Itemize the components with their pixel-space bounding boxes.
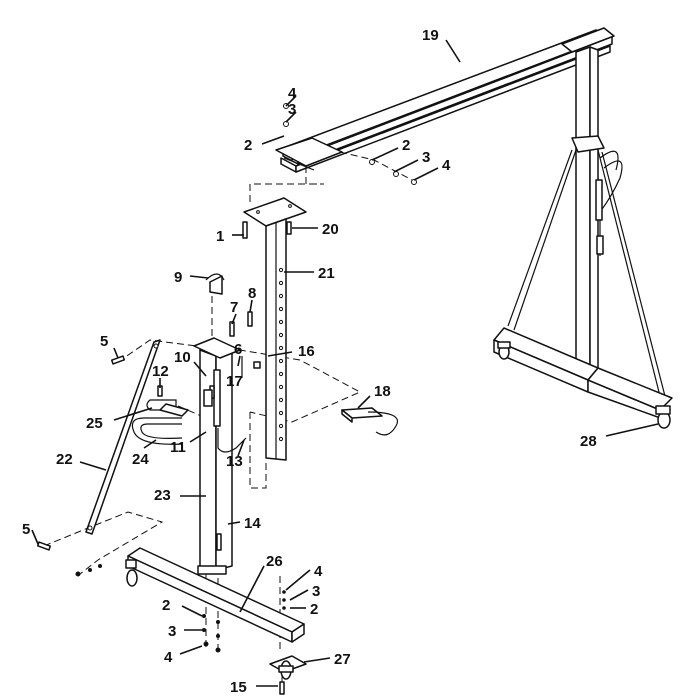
callout-3: 3 [312, 583, 320, 600]
callout-10: 10 [174, 349, 191, 366]
callout-3: 3 [168, 623, 176, 640]
callout-9: 9 [174, 269, 182, 286]
clamp-hardware [157, 273, 261, 407]
bolt-part-15 [279, 681, 285, 695]
callout-3: 3 [422, 149, 430, 166]
callout-26: 26 [266, 553, 283, 570]
callout-4: 4 [288, 85, 297, 102]
callout-28: 28 [580, 433, 597, 450]
i-beam-part-19 [280, 27, 615, 173]
callout-5: 5 [22, 521, 30, 538]
leader-lines [31, 39, 659, 687]
callout-6: 6 [234, 341, 242, 358]
callout-16: 16 [298, 343, 315, 360]
bracket-part-25 [146, 399, 189, 417]
bracket-part-13 [217, 428, 247, 453]
callout-17: 17 [226, 373, 243, 390]
caster-part-27 [269, 655, 307, 680]
callout-25: 25 [86, 415, 103, 432]
arm-part-18 [341, 407, 398, 436]
callout-4: 4 [164, 649, 173, 666]
callout-14: 14 [244, 515, 261, 532]
callout-2: 2 [402, 137, 410, 154]
brace-part-22 [85, 339, 161, 535]
callout-11: 11 [170, 439, 186, 456]
callout-7: 7 [230, 299, 238, 316]
callout-27: 27 [334, 651, 351, 668]
callout-1: 1 [216, 228, 224, 245]
left-base-part-26 [125, 547, 305, 643]
callout-15: 15 [230, 679, 247, 696]
callout-13: 13 [226, 453, 243, 470]
fastener-stack-left [75, 533, 222, 653]
callout-18: 18 [374, 383, 391, 400]
inner-post-part-21 [242, 197, 307, 461]
callout-5: 5 [100, 333, 108, 350]
fastener-stack-right [282, 590, 286, 610]
post-holes [278, 267, 284, 442]
callout-2: 2 [244, 137, 252, 154]
callout-4: 4 [442, 157, 451, 174]
callout-3: 3 [288, 101, 296, 118]
callout-2: 2 [310, 601, 318, 618]
callout-4: 4 [314, 563, 323, 580]
callout-24: 24 [132, 451, 149, 468]
callout-8: 8 [248, 285, 256, 302]
callout-labels: 19 4 3 2 2 3 4 1 20 21 9 8 7 5 6 16 10 1… [22, 27, 597, 696]
right-end-frame-part-28 [493, 46, 673, 429]
callout-2: 2 [162, 597, 170, 614]
u-bracket-part-24 [131, 417, 183, 445]
callout-19: 19 [422, 27, 439, 44]
callout-23: 23 [154, 487, 171, 504]
callout-12: 12 [152, 363, 169, 380]
callout-22: 22 [56, 451, 73, 468]
callout-21: 21 [318, 265, 335, 282]
callout-20: 20 [322, 221, 339, 238]
bolt-part-5 [36, 355, 126, 551]
